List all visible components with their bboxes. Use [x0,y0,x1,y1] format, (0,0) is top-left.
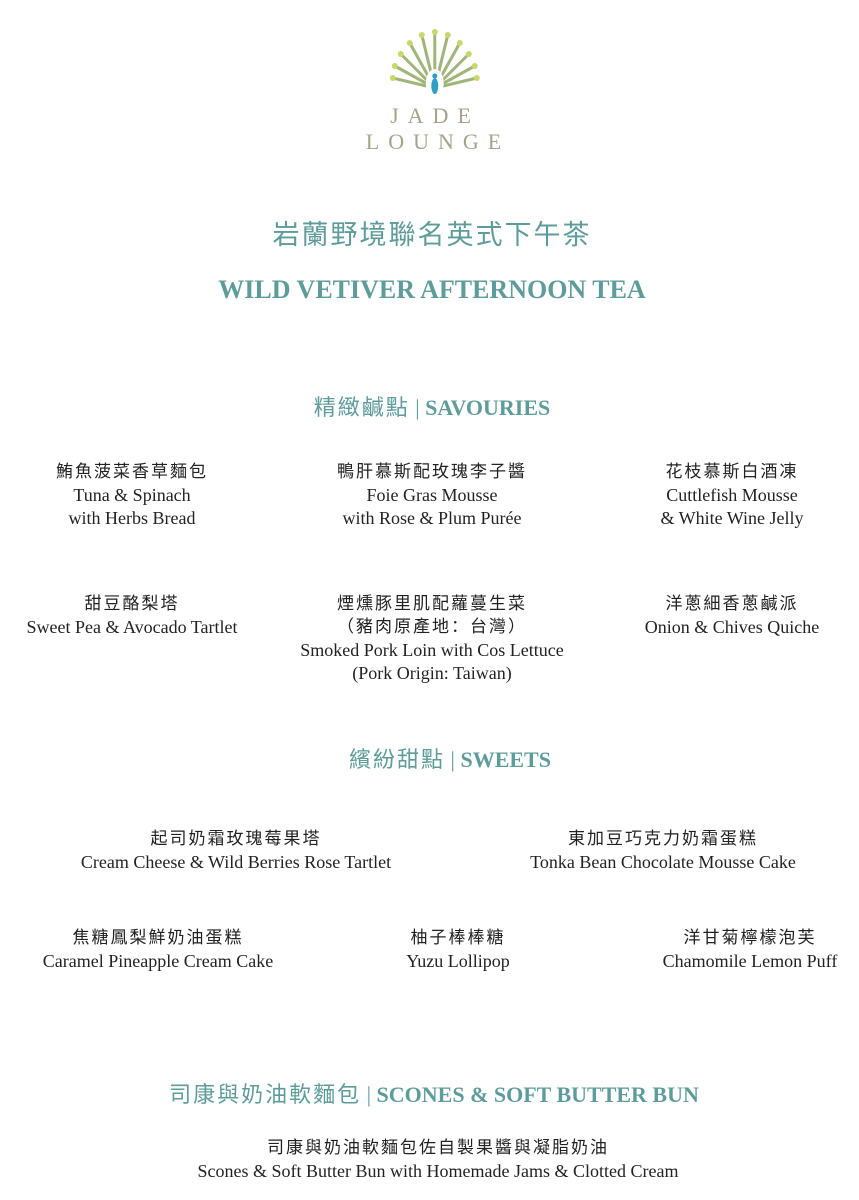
item-en: Caramel Pineapple Cream Cake [42,951,274,971]
item-zh: 焦糖鳳梨鮮奶油蛋糕 [72,928,244,948]
item-zh: 鴨肝慕斯配玫瑰李子醬 [337,462,527,482]
item-zh-note: （豬肉原產地：台灣） [336,617,527,637]
heading-zh: 繽紛甜點 [349,748,446,773]
item-en: Onion & Chives Quiche [644,617,820,637]
section-heading-scones: 司康與奶油軟麵包 | SCONES & SOFT BUTTER BUN [169,1077,699,1109]
menu-item: 東加豆巧克力奶霜蛋糕 Tonka Bean Chocolate Mousse Ca… [530,828,796,874]
heading-separator: | [366,1082,372,1107]
menu-item: 煙燻豚里肌配蘿蔓生菜 （豬肉原產地：台灣） Smoked Pork Loin wit… [300,593,563,685]
title-zh: 岩蘭野境聯名英式下午茶 [272,220,592,251]
item-en: with Herbs Bread [68,508,196,528]
heading-zh: 司康與奶油軟麵包 [169,1083,362,1108]
item-zh: 洋蔥細香蔥鹹派 [665,594,799,614]
item-zh: 煙燻豚里肌配蘿蔓生菜 [336,594,527,614]
item-zh: 花枝慕斯白酒凍 [665,462,799,482]
item-zh: 司康與奶油軟麵包佐自製果醬與凝脂奶油 [266,1138,609,1158]
item-en: & White Wine Jelly [660,508,804,528]
menu-item: 甜豆酪梨塔 Sweet Pea & Avocado Tartlet [26,593,237,639]
item-en: with Rose & Plum Purée [342,508,522,528]
item-zh: 柚子棒棒糖 [410,928,506,948]
title-en: WILD VETIVER AFTERNOON TEA [218,275,646,304]
item-en: Smoked Pork Loin with Cos Lettuce [300,640,564,660]
logo-line-1: JADE [390,103,480,128]
item-en: Foie Gras Mousse [366,485,498,505]
item-en: Cuttlefish Mousse [666,485,798,505]
menu-item: 鴨肝慕斯配玫瑰李子醬 Foie Gras Mousse with Rose & Pl… [337,461,527,530]
heading-zh: 精緻鹹點 [313,396,410,421]
menu-item: 焦糖鳳梨鮮奶油蛋糕 Caramel Pineapple Cream Cake [43,927,273,973]
item-en: Scones & Soft Butter Bun with Homemade J… [197,1161,679,1181]
menu-item: 司康與奶油軟麵包佐自製果醬與凝脂奶油 Scones & Soft Butter B… [198,1137,679,1183]
item-en: Tuna & Spinach [73,485,191,505]
menu-item: 起司奶霜玫瑰莓果塔 Cream Cheese & Wild Berries Ros… [81,828,391,874]
item-zh: 鮪魚菠菜香草麵包 [56,462,208,482]
peacock-icon [390,29,480,97]
section-heading-savouries: 精緻鹹點 | SAVOURIES [314,390,551,422]
item-zh: 洋甘菊檸檬泡芙 [683,928,817,948]
heading-separator: | [450,747,455,772]
heading-en: SAVOURIES [425,395,551,420]
menu-item: 鮪魚菠菜香草麵包 Tuna & Spinach with Herbs Bread [56,461,208,530]
item-en: Yuzu Lollipop [406,951,510,971]
item-en: (Pork Origin: Taiwan) [352,663,512,683]
logo-line-2: LOUNGE [365,129,511,154]
item-en: Chamomile Lemon Puff [662,951,838,971]
menu-item: 洋甘菊檸檬泡芙 Chamomile Lemon Puff [663,927,838,973]
item-zh: 東加豆巧克力奶霜蛋糕 [568,829,758,849]
heading-en: SWEETS [460,747,551,772]
menu-item: 柚子棒棒糖 Yuzu Lollipop [406,927,510,973]
heading-en: SCONES & SOFT BUTTER BUN [376,1082,699,1107]
heading-separator: | [415,395,420,420]
menu-item: 洋蔥細香蔥鹹派 Onion & Chives Quiche [645,593,819,639]
item-en: Tonka Bean Chocolate Mousse Cake [530,852,796,872]
item-zh: 甜豆酪梨塔 [84,594,180,614]
menu-item: 花枝慕斯白酒凍 Cuttlefish Mousse & White Wine Jel… [660,461,803,530]
logo: JADE LOUNGE [360,28,510,155]
item-zh: 起司奶霜玫瑰莓果塔 [150,829,322,849]
item-en: Sweet Pea & Avocado Tartlet [26,617,238,637]
item-en: Cream Cheese & Wild Berries Rose Tartlet [80,852,392,872]
section-heading-sweets: 繽紛甜點 | SWEETS [349,742,551,774]
